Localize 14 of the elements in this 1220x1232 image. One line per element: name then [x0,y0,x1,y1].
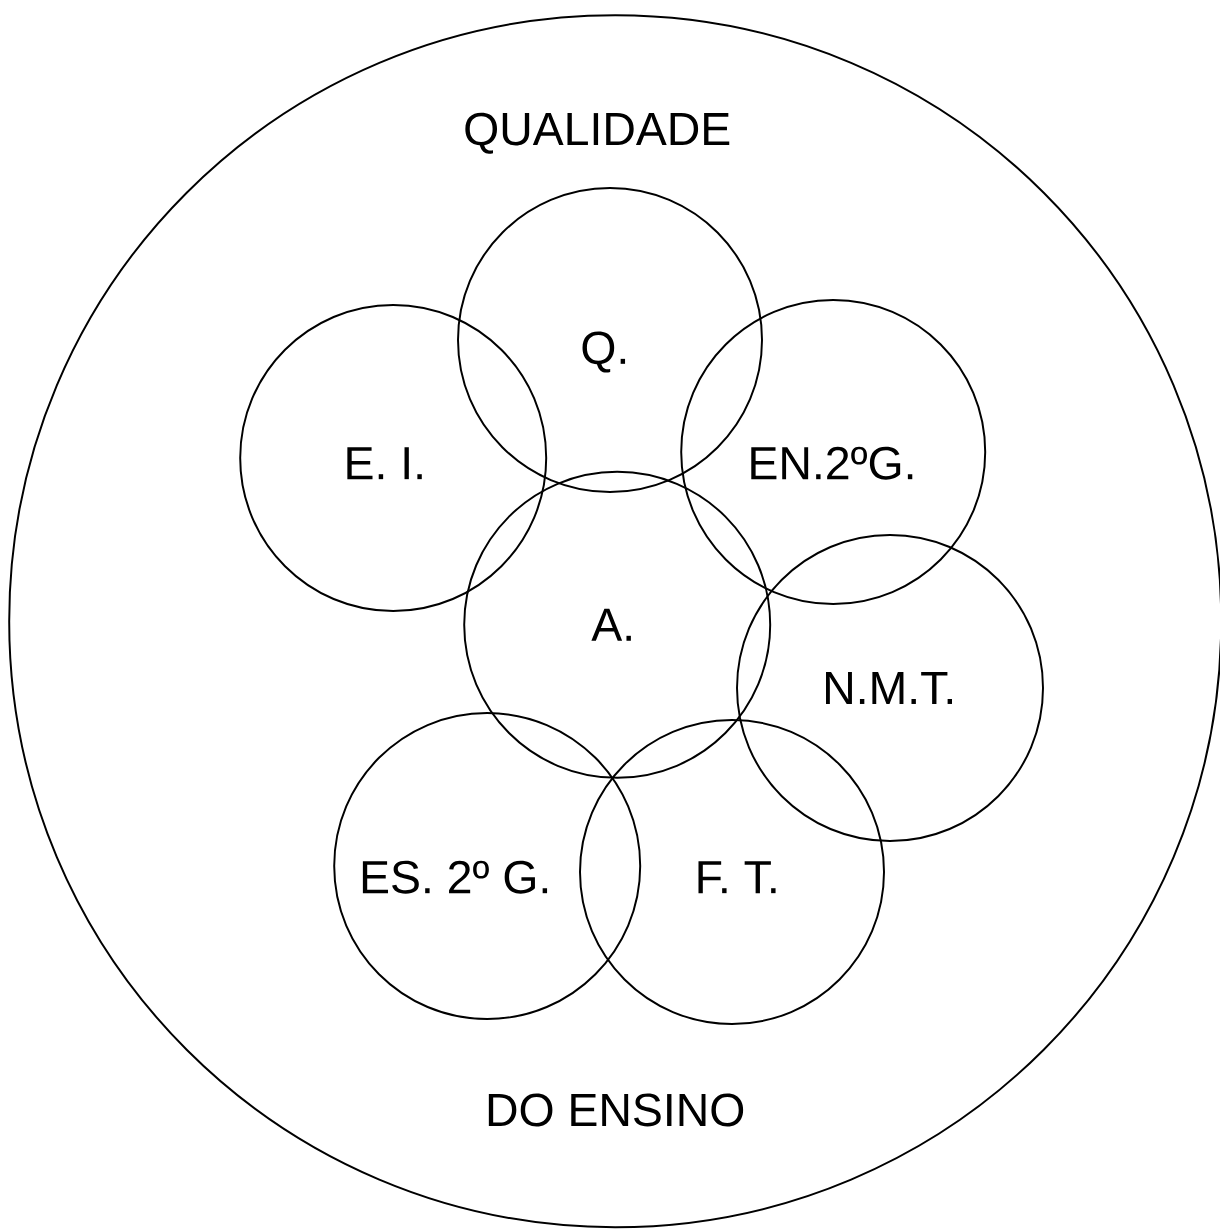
circle [579,719,885,1025]
circle-label: ES. 2º G. [362,860,548,894]
circle [736,534,1044,842]
circle [239,304,548,612]
circle-label: Q. [582,331,626,373]
circle-label: F. T. [698,861,776,894]
circle-label: QUALIDADE [465,112,730,154]
circle-label: DO ENSINO [488,1093,744,1127]
circle [680,299,987,605]
circle-label: N.M.T. [826,672,952,704]
circle-label: E. I. [347,447,422,480]
circle-label: EN.2ºG. [751,446,913,480]
circle-label: A. [591,608,631,641]
circle [333,712,642,1020]
